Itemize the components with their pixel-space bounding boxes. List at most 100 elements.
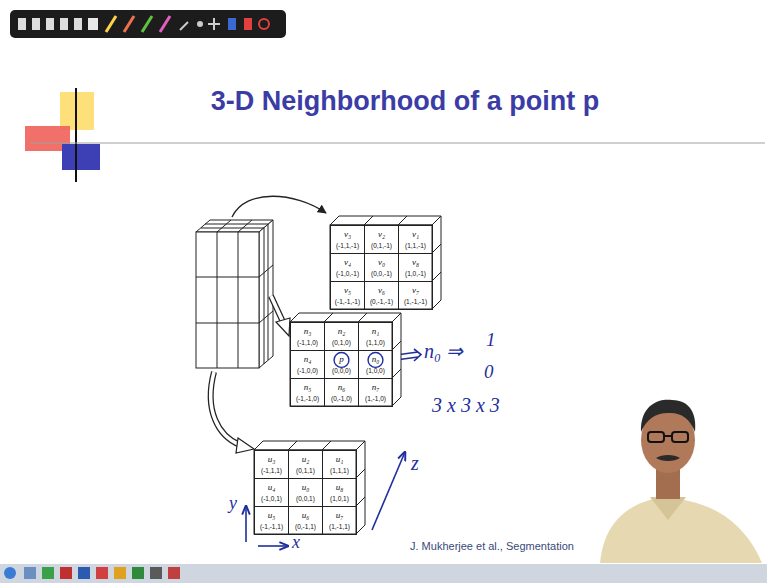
voxel-name: n₇	[372, 383, 380, 393]
voxel-cell: u₈ (1,0,1)	[322, 478, 357, 507]
voxel-name: u₀	[302, 483, 310, 493]
citation: J. Mukherjee et al., Segmentation	[410, 540, 574, 552]
voxel-cell: n₆ (0,-1,0)	[324, 378, 359, 407]
voxel-cell: v₃ (-1,1,-1)	[330, 225, 365, 254]
voxel-name: v₅	[344, 286, 351, 296]
voxel-cell: u₀ (0,0,1)	[288, 478, 323, 507]
voxel-cell: v₇ (1,-1,-1)	[398, 281, 433, 310]
voxel-cell: p (0,0,0)	[324, 350, 359, 379]
voxel-coordinates: (1,0,-1)	[405, 270, 426, 277]
voxel-name: u₈	[336, 483, 344, 493]
voxel-name: u₆	[302, 511, 310, 521]
voxel-coordinates: (1,-1,0)	[365, 395, 386, 402]
voxel-coordinates: (0,0,-1)	[371, 270, 392, 277]
voxel-name: n₅	[304, 383, 312, 393]
hand-note: 1	[486, 330, 496, 351]
voxel-cell: v₄ (-1,0,-1)	[330, 253, 365, 282]
voxel-name: n₄	[304, 355, 312, 365]
voxel-cell: n₂ (0,1,0)	[324, 322, 359, 351]
voxel-name: v₆	[378, 286, 385, 296]
voxel-name: u₁	[336, 455, 344, 465]
voxel-coordinates: (-1,1,1)	[261, 467, 282, 474]
voxel-cell: u₇ (1,-1,1)	[322, 506, 357, 535]
voxel-name: n₀	[372, 355, 380, 365]
voxel-name: v₂	[378, 230, 385, 240]
axis-label: x	[292, 533, 300, 553]
voxel-name: n₃	[304, 327, 312, 337]
axis-label: y	[229, 494, 237, 514]
voxel-name: u₄	[268, 483, 276, 493]
voxel-name: p	[339, 355, 344, 365]
voxel-cell: v₆ (0,-1,-1)	[364, 281, 399, 310]
voxel-coordinates: (-1,0,1)	[261, 495, 282, 502]
voxel-cell: n₁ (1,1,0)	[358, 322, 393, 351]
voxel-name: v₇	[412, 286, 419, 296]
cube-illustration	[196, 220, 273, 368]
voxel-name: v₃	[344, 230, 351, 240]
toolbar	[10, 10, 286, 38]
voxel-coordinates: (1,1,-1)	[405, 242, 426, 249]
voxel-cell: u₆ (0,-1,1)	[288, 506, 323, 535]
hand-note: 0	[484, 362, 494, 383]
voxel-cell: u₁ (1,1,1)	[322, 450, 357, 479]
slice-box	[254, 441, 365, 534]
voxel-coordinates: (1,1,1)	[330, 467, 349, 474]
voxel-coordinates: (0,0,0)	[332, 367, 351, 374]
voxel-coordinates: (1,0,1)	[330, 495, 349, 502]
voxel-coordinates: (-1,-1,0)	[296, 395, 319, 402]
voxel-coordinates: (0,1,0)	[332, 339, 351, 346]
voxel-coordinates: (1,-1,-1)	[404, 298, 427, 305]
voxel-name: u₃	[268, 455, 276, 465]
voxel-cell: n₇ (1,-1,0)	[358, 378, 393, 407]
voxel-name: n₂	[338, 327, 346, 337]
axis-label: z	[411, 452, 419, 474]
voxel-coordinates: (-1,0,-1)	[336, 270, 359, 277]
voxel-cell: u₃ (-1,1,1)	[254, 450, 289, 479]
voxel-coordinates: (0,-1,-1)	[370, 298, 393, 305]
voxel-coordinates: (0,1,1)	[296, 467, 315, 474]
voxel-coordinates: (0,1,-1)	[371, 242, 392, 249]
voxel-name: u₇	[336, 511, 344, 521]
voxel-coordinates: (1,0,0)	[366, 367, 385, 374]
hand-note: 3 x 3 x 3	[432, 394, 500, 416]
voxel-cell: v₅ (-1,-1,-1)	[330, 281, 365, 310]
voxel-name: v₈	[412, 258, 419, 268]
slice-box	[290, 313, 401, 406]
voxel-coordinates: (0,-1,1)	[295, 523, 316, 530]
voxel-coordinates: (0,0,1)	[296, 495, 315, 502]
taskbar	[0, 564, 767, 583]
voxel-cell: u₅ (-1,-1,1)	[254, 506, 289, 535]
voxel-name: n₆	[338, 383, 346, 393]
voxel-cell: n₀ (1,0,0)	[358, 350, 393, 379]
hand-circle	[368, 352, 383, 367]
voxel-coordinates: (-1,1,-1)	[336, 242, 359, 249]
voxel-coordinates: (1,-1,1)	[329, 523, 350, 530]
voxel-coordinates: (0,-1,0)	[331, 395, 352, 402]
voxel-name: v₀	[378, 258, 385, 268]
voxel-name: u₅	[268, 511, 276, 521]
hand-note: n₀ ⇒	[424, 340, 463, 362]
voxel-cell: u₄ (-1,0,1)	[254, 478, 289, 507]
voxel-cell: n₄ (-1,0,0)	[290, 350, 325, 379]
voxel-name: n₁	[372, 327, 380, 337]
voxel-cell: n₅ (-1,-1,0)	[290, 378, 325, 407]
voxel-cell: v₈ (1,0,-1)	[398, 253, 433, 282]
voxel-coordinates: (-1,0,0)	[297, 367, 318, 374]
voxel-cell: u₂ (0,1,1)	[288, 450, 323, 479]
voxel-name: u₂	[302, 455, 310, 465]
presenter-figure	[600, 400, 762, 563]
voxel-cell: v₁ (1,1,-1)	[398, 225, 433, 254]
voxel-name: v₄	[344, 258, 351, 268]
voxel-cell: v₀ (0,0,-1)	[364, 253, 399, 282]
slice-box	[330, 216, 441, 309]
slide-title: 3-D Neighborhood of a point p	[40, 86, 767, 117]
voxel-coordinates: (-1,-1,1)	[260, 523, 283, 530]
voxel-coordinates: (1,1,0)	[366, 339, 385, 346]
hand-circle	[334, 352, 349, 367]
voxel-coordinates: (-1,-1,-1)	[335, 298, 360, 305]
voxel-cell: n₃ (-1,1,0)	[290, 322, 325, 351]
voxel-coordinates: (-1,1,0)	[297, 339, 318, 346]
voxel-cell: v₂ (0,1,-1)	[364, 225, 399, 254]
voxel-name: v₁	[412, 230, 419, 240]
